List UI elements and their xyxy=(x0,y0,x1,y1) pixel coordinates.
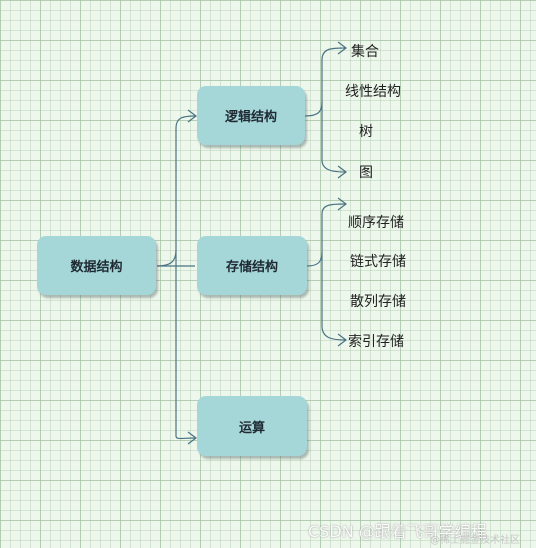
connector-storage xyxy=(306,203,346,267)
leaf-set: 集合 xyxy=(351,44,379,60)
branch-node-logic[interactable]: 逻辑结构 xyxy=(197,86,305,145)
branch-node-label: 运算 xyxy=(238,420,265,436)
branch-node-label: 逻辑结构 xyxy=(224,110,277,125)
connector-logic xyxy=(304,47,346,117)
branch-node-storage[interactable]: 存储结构 xyxy=(197,236,307,295)
watermark-sub: @稀土掘金技术社区 xyxy=(430,535,520,546)
leaf-index-storage: 索引存储 xyxy=(348,334,404,350)
leaf-sequential-storage: 顺序存储 xyxy=(348,215,404,231)
leaf-linked-storage: 链式存储 xyxy=(350,254,406,270)
root-node[interactable]: 数据结构 xyxy=(37,236,156,295)
connector-root xyxy=(156,115,196,267)
leaf-linear: 线性结构 xyxy=(345,84,401,100)
watermark-main: CSDN @跟着飞哥学编程 xyxy=(308,522,487,541)
root-node-label: 数据结构 xyxy=(70,260,123,275)
branch-node-operation[interactable]: 运算 xyxy=(197,396,307,456)
leaf-graph: 图 xyxy=(359,165,373,181)
leaf-hash-storage: 散列存储 xyxy=(350,294,406,310)
leaf-tree: 树 xyxy=(359,124,373,140)
branch-node-label: 存储结构 xyxy=(225,260,278,275)
